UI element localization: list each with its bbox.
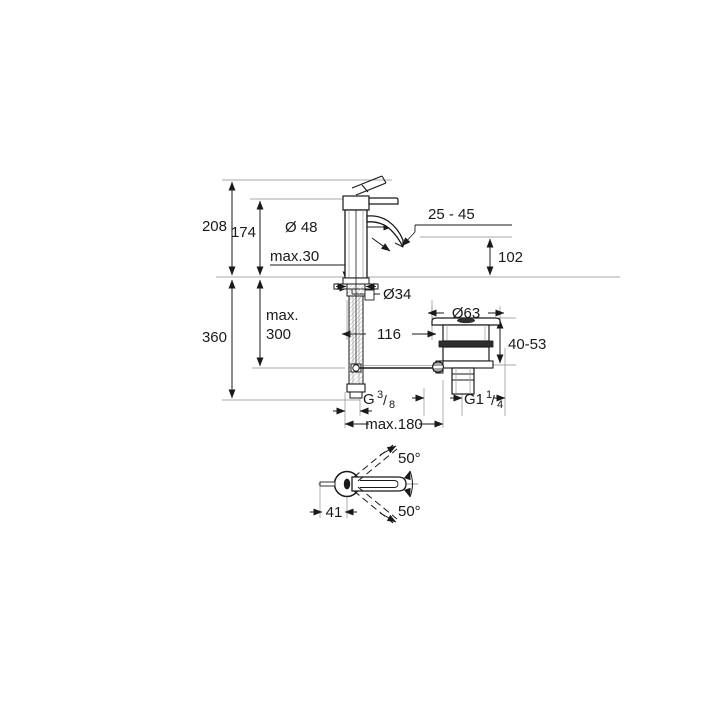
dim-label-360: 360	[202, 329, 227, 346]
label-g-supply-denominator: 8	[389, 399, 395, 411]
plan-handle-hub	[343, 478, 351, 490]
dim-label-max: max.	[266, 307, 299, 324]
dim-label-40-53: 40-53	[508, 336, 546, 353]
plan-swivel-rays	[353, 444, 398, 524]
plan-left-stub	[319, 481, 336, 487]
dim-label-208: 208	[202, 218, 227, 235]
plan-spout	[351, 476, 407, 492]
dim-max-tail-300: max. 300	[256, 279, 299, 367]
dim-spout-height-174: 174	[231, 200, 264, 276]
dim-label-116: 116	[377, 326, 401, 343]
dim-label-diameter-48: Ø 48	[285, 219, 318, 236]
dim-spout-outlet-102: 102	[486, 238, 523, 276]
waste-linkage-rod	[352, 364, 436, 372]
label-g-waste-denominator: 4	[497, 399, 503, 411]
flow-indicator-arrow	[371, 237, 391, 252]
label-waste-thread-g114: G1 1 / 4	[464, 389, 503, 411]
label-g-waste-numerator: 1	[486, 389, 492, 401]
plan-dim-41: 41	[310, 486, 357, 521]
dim-label-300: 300	[266, 326, 291, 343]
dim-max-spread-180: max.180	[344, 416, 444, 433]
plan-label-angle-upper: 50°	[398, 450, 421, 467]
plan-dim-label-41: 41	[326, 504, 343, 521]
fraction-slash-waste: /	[491, 392, 495, 408]
supply-connector-nut	[346, 383, 366, 399]
dim-label-diameter-34: Ø34	[383, 286, 411, 303]
dim-projection-25-45: 25 - 45	[401, 206, 512, 247]
plan-swivel-arc	[403, 470, 413, 498]
plan-angle-arrows	[379, 445, 397, 523]
dim-overall-height-208: 208	[202, 181, 236, 276]
rod-boss-ribs	[433, 362, 443, 372]
dim-label-max-30: max.30	[270, 248, 319, 265]
pop-up-waste-assembly	[431, 317, 501, 395]
handle-cap	[342, 195, 399, 211]
dim-label-174: 174	[231, 224, 256, 241]
thread-dim-arrows	[333, 394, 506, 415]
dim-label-25-45: 25 - 45	[428, 206, 475, 223]
spout	[366, 215, 404, 248]
fraction-slash-supply: /	[383, 392, 387, 408]
plan-label-angle-lower: 50°	[398, 503, 421, 520]
label-supply-thread-g38: G 3 / 8	[363, 389, 395, 411]
label-g-supply-numerator: 3	[377, 389, 383, 401]
label-g-supply: G	[363, 391, 375, 408]
dim-label-102: 102	[498, 249, 523, 266]
dim-total-height-360: 360	[202, 279, 236, 399]
label-g-waste: G1	[464, 391, 484, 408]
faucet-elevation-view	[333, 175, 436, 399]
dim-waste-thickness-40-53: 40-53	[496, 319, 546, 364]
lever-handle-raised	[351, 175, 387, 196]
dim-label-max-180: max.180	[365, 416, 423, 433]
plan-view: 50° 50° 41	[310, 444, 421, 524]
